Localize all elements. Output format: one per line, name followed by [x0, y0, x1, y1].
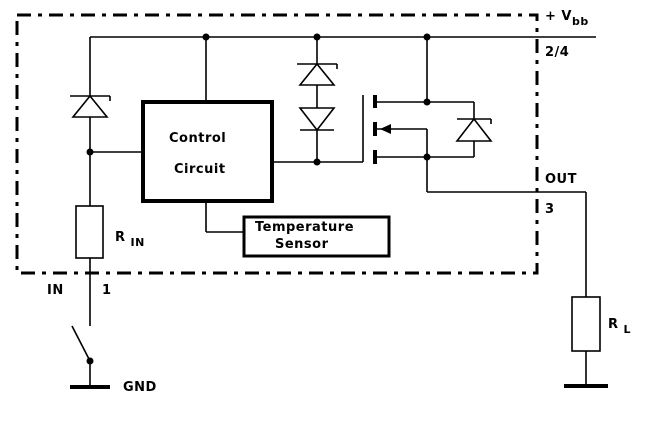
out-label: OUT [545, 172, 577, 187]
control-circuit-block [141, 100, 274, 203]
device-boundary [15, 13, 539, 275]
junction-vbb-control [202, 33, 210, 41]
body-diode [455, 117, 493, 142]
temp-label-line1: Temperature [255, 220, 355, 235]
r-in-main: R [115, 230, 126, 245]
r-l-main: R [608, 317, 619, 332]
input-switch [71, 325, 94, 386]
gnd-label: GND [123, 380, 157, 395]
in-label: IN [47, 283, 64, 298]
vbb-label: + Vbb [545, 9, 589, 27]
vbb-label-main: + V [545, 9, 572, 24]
junction-vbb-drain [423, 33, 431, 41]
out-pin-label: 3 [545, 202, 555, 217]
clamp-zener-upper [297, 62, 338, 86]
power-mosfet [362, 95, 427, 164]
resistor-r-l [571, 296, 601, 352]
temperature-sensor-block [242, 215, 391, 258]
clamp-diode-lower [298, 107, 336, 132]
resistor-r-in [75, 205, 104, 259]
control-label-line2: Circuit [174, 162, 226, 177]
r-l-sub: L [623, 323, 632, 336]
r-l-label: R L [608, 317, 631, 335]
control-label-line1: Control [169, 131, 227, 146]
temp-label-line2: Sensor [275, 237, 329, 252]
vbb-label-sub: bb [571, 15, 589, 28]
r-in-label: R IN [115, 230, 145, 248]
in-pin-label: 1 [102, 283, 112, 298]
vbb-pin-label: 2/4 [545, 45, 570, 60]
r-in-sub: IN [130, 236, 145, 249]
junction-vbb-clamp [313, 33, 321, 41]
input-zener-diode [70, 94, 111, 118]
